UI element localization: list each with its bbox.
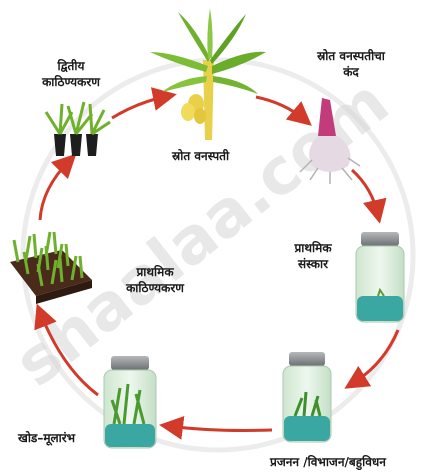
label-multiplication: प्रजनन /विभाजन/बहुविधन: [270, 455, 386, 469]
arrow-rooting-to-hardening: [34, 303, 99, 397]
banana-plant-illustration: [150, 8, 266, 140]
cycle-arrows: [34, 87, 400, 440]
primary-culture-jar: [355, 232, 405, 323]
label-primary-culture-line2: संस्कार: [297, 257, 328, 271]
label-rooting: खोड–मूलारंभ: [18, 431, 76, 445]
arrow-secondary-to-plant: [111, 87, 177, 120]
label-secondary-hardening-line2: काठिण्यकरण: [42, 75, 100, 89]
background-circle: [20, 57, 416, 453]
arrow-corm-to-culture: [350, 168, 387, 224]
label-primary-culture: प्राथमिक संस्कार: [278, 240, 348, 272]
arrow-culture-to-multiplication: [344, 329, 400, 389]
label-primary-hardening-line1: प्राथमिक: [136, 265, 174, 279]
multiplication-jar: [282, 352, 332, 443]
label-source-plant: स्रोत वनस्पती: [172, 149, 230, 163]
label-primary-hardening-line2: काठिण्यकरण: [126, 281, 184, 295]
label-secondary-hardening-line1: द्वितीय: [57, 59, 85, 73]
primary-hardening-tray: [10, 231, 92, 304]
label-source-corm-line2: कंद: [343, 65, 359, 79]
label-source-corm-line1: स्रोत वनस्पतीचा: [317, 49, 385, 63]
arrow-hardening-to-secondary: [38, 153, 77, 221]
label-secondary-hardening: द्वितीय काठिण्यकरण: [26, 58, 116, 90]
label-source-corm: स्रोत वनस्पतीचा कंद: [296, 48, 406, 80]
rooting-jar: [103, 356, 157, 449]
label-primary-culture-line1: प्राथमिक: [294, 241, 332, 255]
secondary-hardening-pots: [44, 101, 111, 156]
arrow-multiplication-to-rooting: [159, 415, 273, 440]
label-primary-hardening: प्राथमिक काठिण्यकरण: [110, 264, 200, 296]
corm-illustration: [299, 98, 361, 184]
arrow-plant-to-corm: [255, 95, 312, 126]
